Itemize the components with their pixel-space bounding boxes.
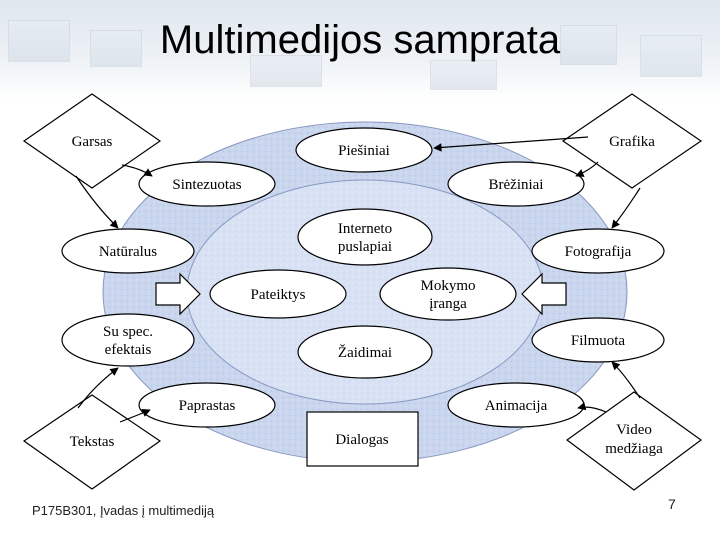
node-naturalus: Natūralus — [61, 228, 195, 274]
node-animacija: Animacija — [447, 382, 585, 428]
svg-text:Pateiktys: Pateiktys — [251, 287, 306, 303]
node-su-spec-efektais: Su spec. efektais — [61, 313, 195, 367]
svg-text:Dialogas: Dialogas — [335, 432, 388, 448]
svg-text:Su spec.: Su spec. — [103, 324, 153, 340]
svg-text:Žaidimai: Žaidimai — [338, 344, 392, 361]
source-video-medziaga: Video medžiaga — [565, 391, 703, 491]
svg-text:puslapiai: puslapiai — [338, 239, 392, 255]
source-grafika: Grafika — [561, 93, 703, 189]
svg-text:Filmuota: Filmuota — [571, 333, 626, 349]
svg-text:Fotografija: Fotografija — [565, 244, 632, 260]
svg-text:Mokymo: Mokymo — [420, 278, 475, 294]
svg-text:įranga: įranga — [429, 296, 467, 312]
slide-footer: P175B301, Įvadas į multimediją — [32, 503, 215, 518]
node-filmuota: Filmuota — [531, 317, 665, 363]
source-garsas: Garsas — [22, 93, 162, 189]
node-dialogas: Dialogas — [306, 411, 419, 467]
node-mokymo-iranga: Mokymo įranga — [379, 267, 517, 321]
slide-title: Multimedijos samprata — [159, 18, 561, 62]
node-zaidimai: Žaidimai — [297, 325, 433, 379]
node-breziniai: Brėžiniai — [447, 161, 585, 207]
svg-text:Piešiniai: Piešiniai — [338, 143, 390, 159]
inward-arrow-left — [155, 272, 201, 316]
svg-text:Grafika: Grafika — [609, 134, 655, 150]
svg-text:Sintezuotas: Sintezuotas — [172, 177, 241, 193]
header-background — [0, 0, 720, 100]
svg-text:Animacija: Animacija — [485, 398, 548, 414]
svg-text:medžiaga: medžiaga — [605, 441, 663, 457]
svg-text:Interneto: Interneto — [338, 221, 392, 237]
svg-text:Garsas: Garsas — [72, 134, 113, 150]
inward-arrow-right — [521, 272, 567, 316]
node-pateiktys: Pateiktys — [209, 269, 347, 319]
node-interneto-puslapiai: Interneto puslapiai — [297, 208, 433, 266]
node-sintezuotas: Sintezuotas — [138, 161, 276, 207]
svg-text:Brėžiniai: Brėžiniai — [489, 177, 544, 193]
page-number: 7 — [668, 496, 676, 512]
svg-text:efektais: efektais — [105, 342, 152, 358]
node-fotografija: Fotografija — [531, 228, 665, 274]
node-paprastas: Paprastas — [138, 382, 276, 428]
svg-text:Paprastas: Paprastas — [179, 398, 236, 414]
source-tekstas: Tekstas — [22, 394, 162, 490]
connector-arrows — [75, 136, 641, 423]
node-piesiniai: Piešiniai — [295, 127, 433, 173]
svg-text:Video: Video — [616, 422, 652, 438]
svg-text:Tekstas: Tekstas — [70, 434, 115, 450]
svg-text:Natūralus: Natūralus — [99, 244, 157, 260]
